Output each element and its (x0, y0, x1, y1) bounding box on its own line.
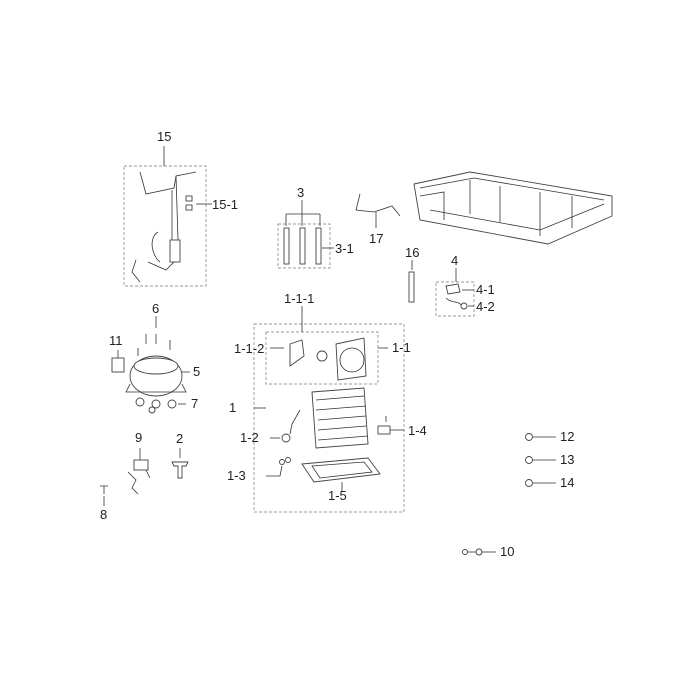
callout-13: 13 (560, 452, 575, 467)
part-3-filter-rods (277, 200, 334, 269)
callout-1-4: 1-4 (408, 423, 427, 438)
callout-4: 4 (451, 253, 459, 268)
part-5-compressor (125, 355, 190, 397)
part-7-grommets (135, 397, 186, 414)
callout-1-3: 1-3 (227, 468, 246, 483)
part-9-wire-harness (127, 448, 151, 495)
cabinet-base-frame (413, 171, 613, 245)
callout-4-2: 4-2 (476, 299, 495, 314)
callout-9: 9 (135, 430, 143, 445)
part-6-bolts (137, 316, 171, 356)
part-13-nut (525, 456, 556, 464)
callout-8: 8 (100, 507, 108, 522)
part-12-nut (525, 433, 556, 441)
callout-6: 6 (152, 301, 160, 316)
callout-15: 15 (157, 129, 172, 144)
callout-5: 5 (193, 364, 201, 379)
callout-17: 17 (369, 231, 384, 246)
part-10-grommet-pair (462, 548, 496, 556)
callout-11: 11 (109, 333, 123, 348)
part-4-sensor-assembly (435, 268, 475, 317)
callout-1: 1 (229, 400, 237, 415)
part-2-bracket (171, 448, 189, 479)
callout-16: 16 (405, 245, 420, 260)
part-1-3-fasteners (266, 457, 291, 477)
callout-14: 14 (560, 475, 575, 490)
callout-1-2: 1-2 (240, 430, 259, 445)
part-1-condenser-coil (289, 387, 369, 449)
callout-2: 2 (176, 431, 184, 446)
part-1-2-grommet (270, 433, 291, 443)
callout-1-1-2: 1-1-2 (234, 341, 265, 356)
part-1-5-base-pan (301, 457, 381, 492)
part-17-capillary-tube (355, 193, 401, 228)
part-11-relay (111, 350, 125, 373)
callout-1-1-1: 1-1-1 (284, 291, 315, 306)
callout-3-1: 3-1 (335, 241, 354, 256)
callout-12: 12 (560, 429, 575, 444)
callout-3: 3 (297, 185, 305, 200)
callout-4-1: 4-1 (476, 282, 495, 297)
callout-15-1: 15-1 (212, 197, 239, 212)
part-1-4-bracket (377, 416, 404, 435)
part-16-rod (408, 260, 415, 303)
callout-1-1: 1-1 (392, 340, 411, 355)
part-8-screw (100, 485, 108, 506)
part-15-tubing-assembly (123, 146, 212, 287)
callout-7: 7 (191, 396, 199, 411)
part-1-condenser-assembly (253, 323, 405, 513)
part-14-nut (525, 479, 556, 487)
callout-1-5: 1-5 (328, 488, 347, 503)
callout-10: 10 (500, 544, 515, 559)
part-1-1-fan-assembly (265, 306, 388, 385)
